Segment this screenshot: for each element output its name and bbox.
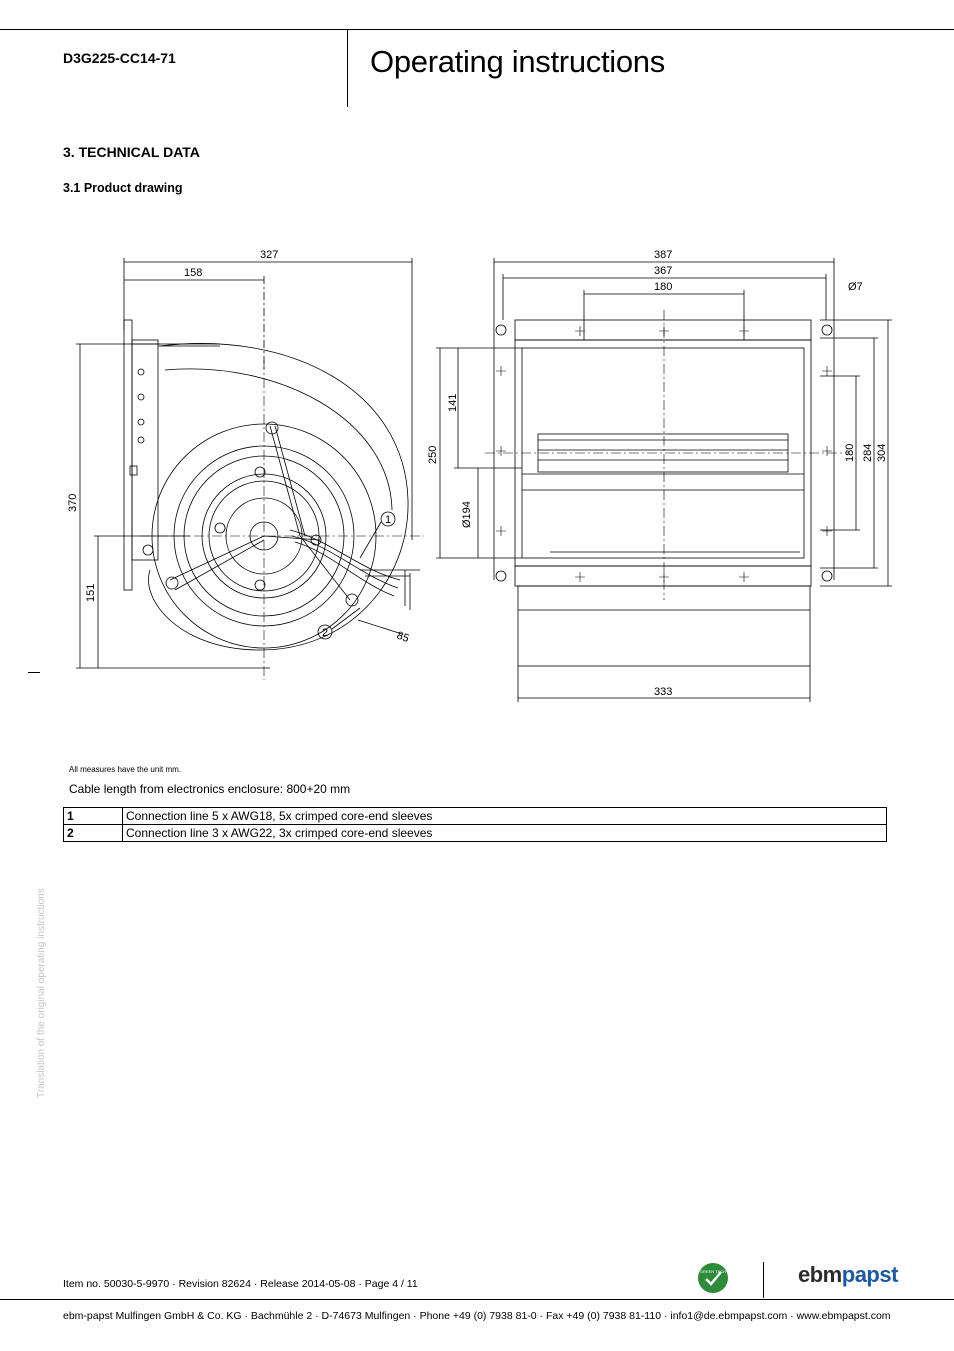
legend-number: 2: [63, 824, 123, 842]
badge-text: GREEN TECH: [700, 1269, 726, 1274]
unit-note: All measures have the unit mm.: [69, 765, 182, 774]
brand-logo-part2: papst: [841, 1262, 899, 1287]
document-id: D3G225-CC14-71: [63, 50, 176, 66]
dim-304: 304: [876, 444, 888, 462]
cable-note: Cable length from electronics enclosure:…: [69, 782, 351, 796]
footer-item-info: Item no. 50030-5-9970 · Revision 82624 ·…: [63, 1278, 418, 1290]
legend-table: 1 Connection line 5 x AWG18, 5x crimped …: [63, 807, 887, 842]
legend-text: Connection line 5 x AWG18, 5x crimped co…: [122, 807, 887, 825]
green-tech-badge-icon: GREEN TECH: [698, 1263, 728, 1293]
dim-387: 387: [654, 249, 672, 261]
dim-151: 151: [85, 584, 97, 602]
footer-address: ebm-papst Mulfingen GmbH & Co. KG · Bach…: [63, 1310, 891, 1322]
dim-hole-diameter: Ø7: [848, 281, 863, 293]
dim-327: 327: [260, 249, 278, 261]
document-title: Operating instructions: [370, 44, 665, 79]
dim-141: 141: [447, 394, 459, 412]
dim-370: 370: [67, 494, 79, 512]
brand-logo-part1: ebm: [798, 1262, 842, 1287]
product-drawing: 327 158 370 151 85 1 2 387 367 180 Ø7 25…: [67, 249, 892, 702]
translation-note: Translation of the original operating in…: [36, 888, 47, 1098]
legend-number: 1: [63, 807, 123, 825]
callout-2: 2: [322, 627, 328, 639]
section-heading: 3. TECHNICAL DATA: [63, 144, 200, 160]
legend-text: Connection line 3 x AWG22, 3x crimped co…: [122, 824, 887, 842]
dim-158: 158: [184, 267, 202, 279]
dim-180-v: 180: [844, 444, 856, 462]
table-row: 2 Connection line 3 x AWG22, 3x crimped …: [63, 824, 887, 842]
dim-85: 85: [395, 630, 411, 645]
margin-tick: [28, 672, 40, 673]
brand-logo: ebmpapst: [798, 1262, 898, 1288]
dim-194-diameter: Ø194: [461, 501, 473, 528]
subsection-heading: 3.1 Product drawing: [63, 181, 183, 195]
dim-250: 250: [427, 446, 439, 464]
dim-333: 333: [654, 686, 672, 698]
dim-367: 367: [654, 265, 672, 277]
header-divider: [347, 29, 348, 107]
callout-1: 1: [385, 514, 391, 526]
footer-rule: [0, 1299, 954, 1300]
table-row: 1 Connection line 5 x AWG18, 5x crimped …: [63, 807, 887, 825]
header-top-rule: [0, 29, 954, 30]
footer-divider: [763, 1262, 764, 1298]
dim-180-h: 180: [654, 281, 672, 293]
dim-284: 284: [862, 444, 874, 462]
